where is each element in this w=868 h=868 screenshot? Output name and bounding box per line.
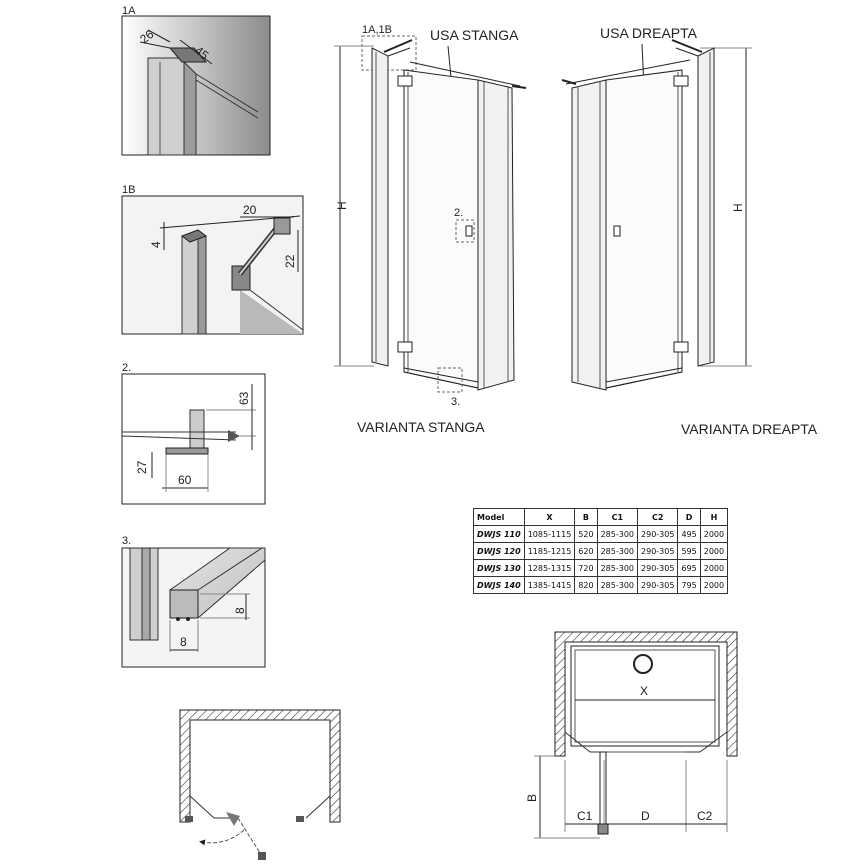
table-cell: 720 [574, 559, 598, 577]
detail-1b: 1B 20 4 22 [121, 184, 304, 335]
right-height-label: H [731, 203, 745, 212]
detail-2: 2. 63 27 60 [121, 362, 266, 505]
left-elevation: 1A,1B USA STANGA H 2. 3. VARIANTA STANGA [334, 24, 527, 435]
plan-b-label: B [525, 794, 539, 802]
table-cell: 2000 [699, 576, 729, 594]
detail-2-dim-b: 27 [135, 460, 149, 474]
right-elevation: USA DREAPTA H VARIANTA DREAPTA [561, 25, 818, 437]
table-cell: DWJS 140 [473, 576, 525, 594]
table-cell: 290-305 [637, 559, 679, 577]
table-cell: 620 [574, 542, 598, 560]
detail-2-label: 2. [122, 362, 131, 374]
left-height-label: H [335, 201, 349, 210]
detail-2-dim-c: 60 [178, 473, 192, 487]
detail-3-dim-a: 8 [233, 607, 247, 614]
plan-c2-label: C2 [697, 809, 713, 823]
table-cell: 495 [677, 525, 701, 543]
callout-2-label: 2. [454, 207, 463, 219]
plan-d-label: D [641, 809, 650, 823]
detail-1b-dim-a: 20 [243, 203, 257, 217]
table-cell: 285-300 [596, 576, 639, 594]
table-cell: 290-305 [637, 525, 679, 543]
table-cell: 1385-1415 [523, 576, 576, 594]
left-door-label: USA STANGA [430, 27, 519, 43]
plan-view-right: X B C1 D C2 [525, 631, 738, 839]
plan-c1-label: C1 [577, 809, 593, 823]
table-row: DWJS 120 1185-1215 620 285-300 290-305 5… [473, 542, 729, 560]
table-cell: DWJS 130 [473, 559, 525, 577]
detail-1a-label: 1A [122, 5, 136, 17]
table-cell: 695 [677, 559, 701, 577]
table-header-cell: C2 [637, 508, 679, 526]
table-cell: 285-300 [596, 542, 639, 560]
table-cell: DWJS 120 [473, 542, 525, 560]
table-cell: 820 [574, 576, 598, 594]
detail-1b-label: 1B [122, 184, 135, 196]
table-cell: 1285-1315 [523, 559, 576, 577]
table-cell: 285-300 [596, 525, 639, 543]
detail-3-dim-b: 8 [180, 635, 187, 649]
right-door-label: USA DREAPTA [600, 25, 698, 41]
table-cell: 595 [677, 542, 701, 560]
detail-1a: 1A 26 45 [121, 5, 271, 156]
table-header-cell: Model [473, 508, 525, 526]
table-row: DWJS 110 1085-1115 520 285-300 290-305 4… [473, 525, 729, 543]
table-cell: 1085-1115 [523, 525, 576, 543]
table-header-row: Model X B C1 C2 D H [473, 508, 729, 526]
plan-x-label: X [640, 684, 648, 698]
table-cell: 2000 [699, 525, 729, 543]
right-variant-label: VARIANTA DREAPTA [681, 421, 818, 437]
detail-1b-dim-c: 22 [283, 254, 297, 268]
table-cell: DWJS 110 [473, 525, 525, 543]
table-header-cell: H [699, 508, 729, 526]
table-cell: 520 [574, 525, 598, 543]
detail-1b-dim-b: 4 [149, 241, 163, 248]
detail-3-label: 3. [122, 535, 131, 547]
plan-view-left [179, 709, 341, 860]
table-header-cell: B [574, 508, 598, 526]
table-cell: 2000 [699, 542, 729, 560]
table-row: DWJS 130 1285-1315 720 285-300 290-305 6… [473, 559, 729, 577]
detail-2-dim-a: 63 [237, 391, 251, 405]
table-header-cell: D [677, 508, 701, 526]
callout-3-label: 3. [451, 396, 460, 408]
table-cell: 795 [677, 576, 701, 594]
table-row: DWJS 140 1385-1415 820 285-300 290-305 7… [473, 576, 729, 594]
table-cell: 2000 [699, 559, 729, 577]
table-header-cell: X [523, 508, 576, 526]
table-cell: 290-305 [637, 542, 679, 560]
table-header-cell: C1 [596, 508, 639, 526]
table-cell: 1185-1215 [523, 542, 576, 560]
table-cell: 285-300 [596, 559, 639, 577]
left-callout-label: 1A,1B [362, 24, 392, 36]
detail-3: 3. 8 8 [121, 535, 266, 668]
left-variant-label: VARIANTA STANGA [357, 419, 485, 435]
specification-table: Model X B C1 C2 D H DWJS 110 1085-1115 5… [473, 508, 729, 594]
table-cell: 290-305 [637, 576, 679, 594]
